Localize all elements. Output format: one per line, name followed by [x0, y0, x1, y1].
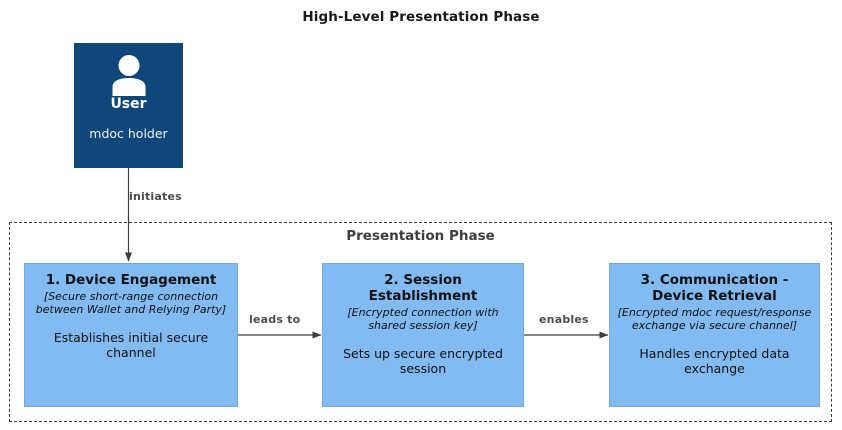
step-title: 3. Communication - Device Retrieval — [640, 272, 789, 304]
edge-label-initiates: initiates — [129, 190, 182, 203]
step-description: Sets up secure encrypted session — [343, 346, 503, 377]
step-box-device-engagement[interactable]: 1. Device Engagement [Secure short-range… — [24, 263, 238, 407]
step-description: Handles encrypted data exchange — [639, 346, 790, 377]
step-note: [Encrypted mdoc request/response exchang… — [617, 305, 812, 333]
step-description: Establishes initial secure channel — [53, 330, 209, 361]
presentation-phase-container — [9, 222, 832, 422]
step-note: [Secure short-range connection between W… — [35, 289, 227, 317]
step-box-communication-device-retrieval[interactable]: 3. Communication - Device Retrieval [Enc… — [609, 263, 820, 407]
presentation-phase-title: Presentation Phase — [346, 228, 495, 244]
actor-name: User — [110, 96, 147, 112]
actor-subtitle: mdoc holder — [89, 126, 168, 142]
actor-user-box[interactable]: User mdoc holder — [74, 43, 183, 168]
diagram-title: High-Level Presentation Phase — [302, 9, 540, 25]
edge-label-enables: enables — [539, 313, 589, 326]
user-person-icon — [112, 55, 145, 96]
step-note: [Encrypted connection with shared sessio… — [347, 305, 499, 333]
step-title: 2. Session Establishment — [368, 272, 478, 304]
step-title: 1. Device Engagement — [45, 272, 217, 288]
edge-label-leads-to: leads to — [249, 313, 301, 326]
step-box-session-establishment[interactable]: 2. Session Establishment [Encrypted conn… — [322, 263, 524, 407]
